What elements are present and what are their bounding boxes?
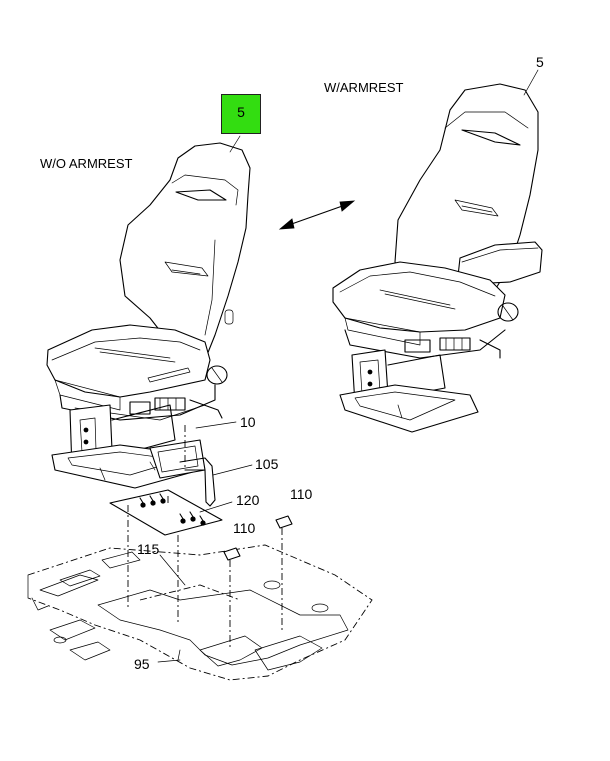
seat-with-armrest [332, 83, 543, 433]
assembly-lines [127, 425, 283, 650]
pad-110-right [275, 515, 293, 529]
callout-110-left[interactable]: 110 [233, 520, 256, 536]
floor-pan [27, 544, 373, 681]
bracket-10 [149, 439, 206, 479]
bracket-105 [179, 457, 216, 507]
callout-110-right[interactable]: 110 [290, 486, 313, 502]
leader-lines [157, 69, 539, 663]
callout-115[interactable]: 115 [137, 541, 160, 557]
seat-without-armrest [46, 142, 251, 489]
callout-95[interactable]: 95 [134, 656, 150, 672]
plate-120 [109, 489, 223, 536]
swap-arrow [278, 200, 356, 230]
pad-110-left [223, 547, 241, 561]
caption-with-armrest: W/ARMREST [324, 80, 404, 95]
caption-without-armrest: W/O ARMREST [40, 156, 133, 171]
callout-105[interactable]: 105 [255, 456, 279, 472]
callout-5-highlighted[interactable]: 5 [221, 94, 261, 134]
callout-120[interactable]: 120 [236, 492, 260, 508]
callout-5-armrest-seat[interactable]: 5 [536, 54, 544, 70]
callout-10[interactable]: 10 [240, 414, 256, 430]
